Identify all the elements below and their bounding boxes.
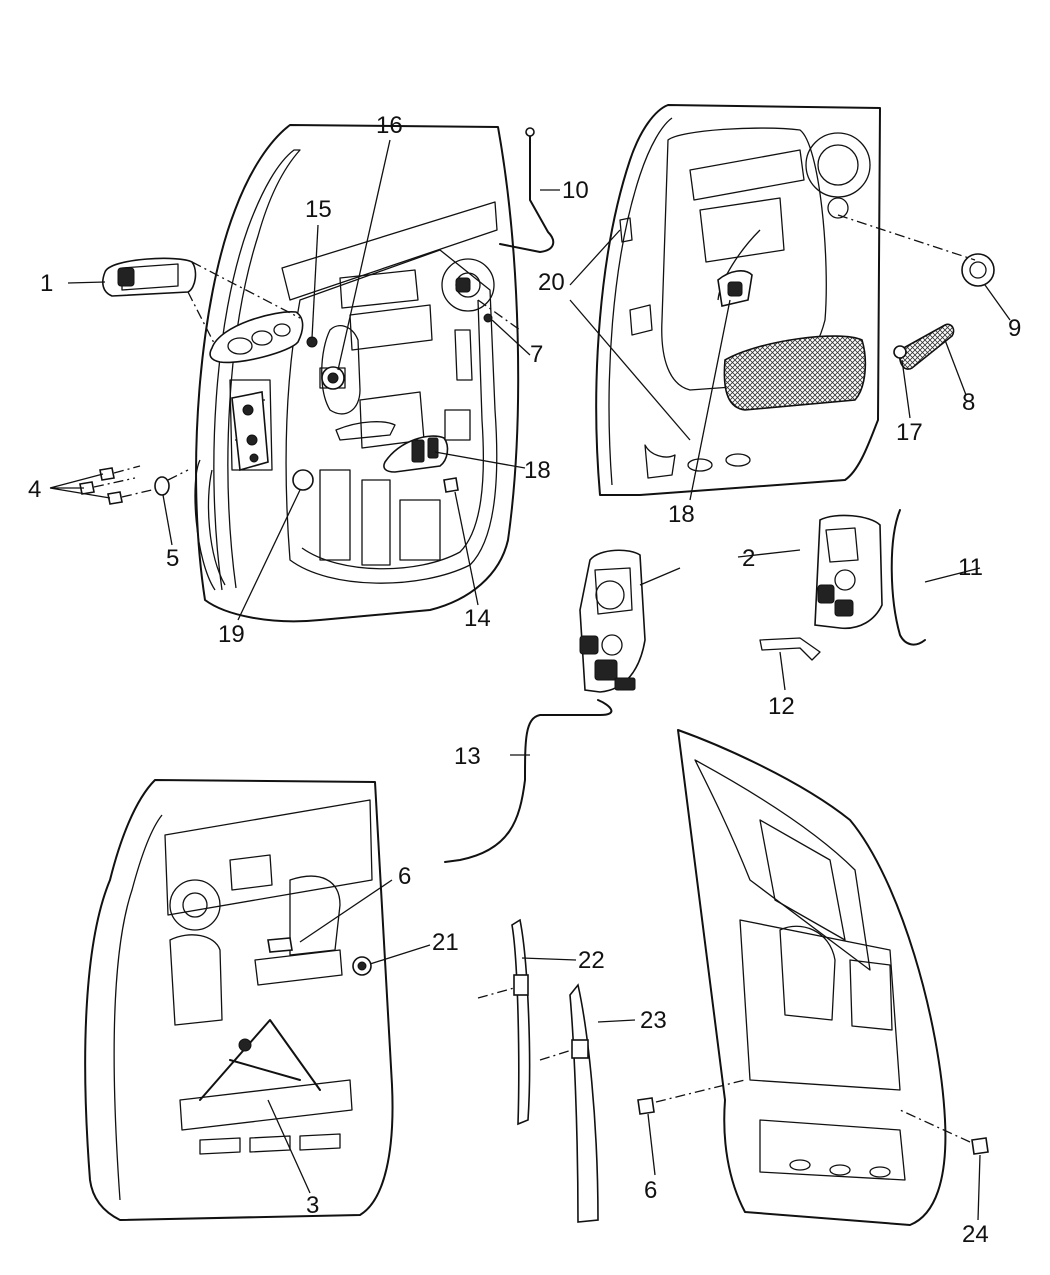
- callout-9: 9: [1008, 315, 1021, 342]
- glass-run-channel-front: [511, 918, 531, 1126]
- assembly-line: [899, 1109, 971, 1143]
- rod: [499, 134, 555, 253]
- callout-18-alt: 18: [668, 501, 695, 528]
- callout-17: 17: [896, 419, 923, 446]
- callout-labels: 1 2 3 4 5 6 7 8 9 10 11 12 13 14 15 16 1…: [28, 112, 1021, 1248]
- assembly-line: [837, 214, 976, 261]
- assembly-line: [167, 469, 189, 481]
- rod: [890, 509, 926, 646]
- grommet-seal: [352, 956, 372, 976]
- bolt: [267, 937, 293, 953]
- inside-handle-assembly: [383, 435, 449, 473]
- speaker-grille-insert: [961, 253, 995, 287]
- callout-12: 12: [768, 693, 795, 720]
- lock-cylinder: [321, 366, 345, 390]
- front-door-inner-panel: [194, 124, 520, 623]
- callout-10: 10: [562, 177, 589, 204]
- callout-14: 14: [464, 605, 491, 632]
- assembly-line: [655, 1079, 746, 1103]
- rear-door-regulator-panel: [84, 779, 394, 1221]
- rear-door-outer: [677, 729, 947, 1226]
- callout-1: 1: [40, 270, 53, 297]
- callout-20: 20: [538, 269, 565, 296]
- glass-run-channel-rear: [569, 983, 599, 1223]
- assembly-line: [191, 261, 301, 319]
- rod-end: [525, 127, 535, 137]
- callout-23: 23: [640, 1007, 667, 1034]
- callout-11: 11: [958, 554, 983, 581]
- callout-22: 22: [578, 947, 605, 974]
- callout-7: 7: [530, 341, 543, 368]
- plug: [154, 476, 170, 496]
- assembly-line: [187, 291, 216, 346]
- callout-8: 8: [962, 389, 975, 416]
- callout-2: 2: [742, 545, 755, 572]
- bolt: [637, 1097, 655, 1115]
- clip: [483, 313, 493, 323]
- assembly-line: [477, 987, 515, 999]
- callout-21: 21: [432, 929, 459, 956]
- switch-bezel: [898, 323, 955, 370]
- callout-13: 13: [454, 743, 481, 770]
- cable: [444, 699, 613, 863]
- bolt: [971, 1137, 989, 1155]
- door-latch-assembly-alt: [814, 514, 883, 630]
- callout-24: 24: [962, 1221, 989, 1248]
- handle-bezel: [209, 311, 304, 364]
- callout-3: 3: [306, 1192, 319, 1219]
- callout-6: 6: [398, 863, 411, 890]
- rod-clip: [759, 637, 821, 661]
- door-trim-panel: [595, 104, 881, 496]
- callout-6-alt: 6: [644, 1177, 657, 1204]
- exterior-door-handle: [102, 257, 197, 297]
- handle-bracket: [335, 421, 396, 441]
- grommet: [292, 469, 314, 491]
- nut: [306, 336, 318, 348]
- clip: [893, 345, 907, 359]
- door-latch-mounted: [231, 391, 269, 472]
- callout-15: 15: [305, 196, 332, 223]
- bolts: [79, 465, 161, 505]
- assembly-line: [539, 1049, 573, 1061]
- bolt: [443, 477, 459, 493]
- assembly-line: [477, 299, 521, 331]
- callout-19: 19: [218, 621, 245, 648]
- leader-lines: [49, 139, 1011, 1221]
- callout-5: 5: [166, 545, 179, 572]
- callout-4: 4: [28, 476, 41, 503]
- callout-18: 18: [524, 457, 551, 484]
- callout-16: 16: [376, 112, 403, 139]
- door-latch-assembly: [579, 549, 646, 693]
